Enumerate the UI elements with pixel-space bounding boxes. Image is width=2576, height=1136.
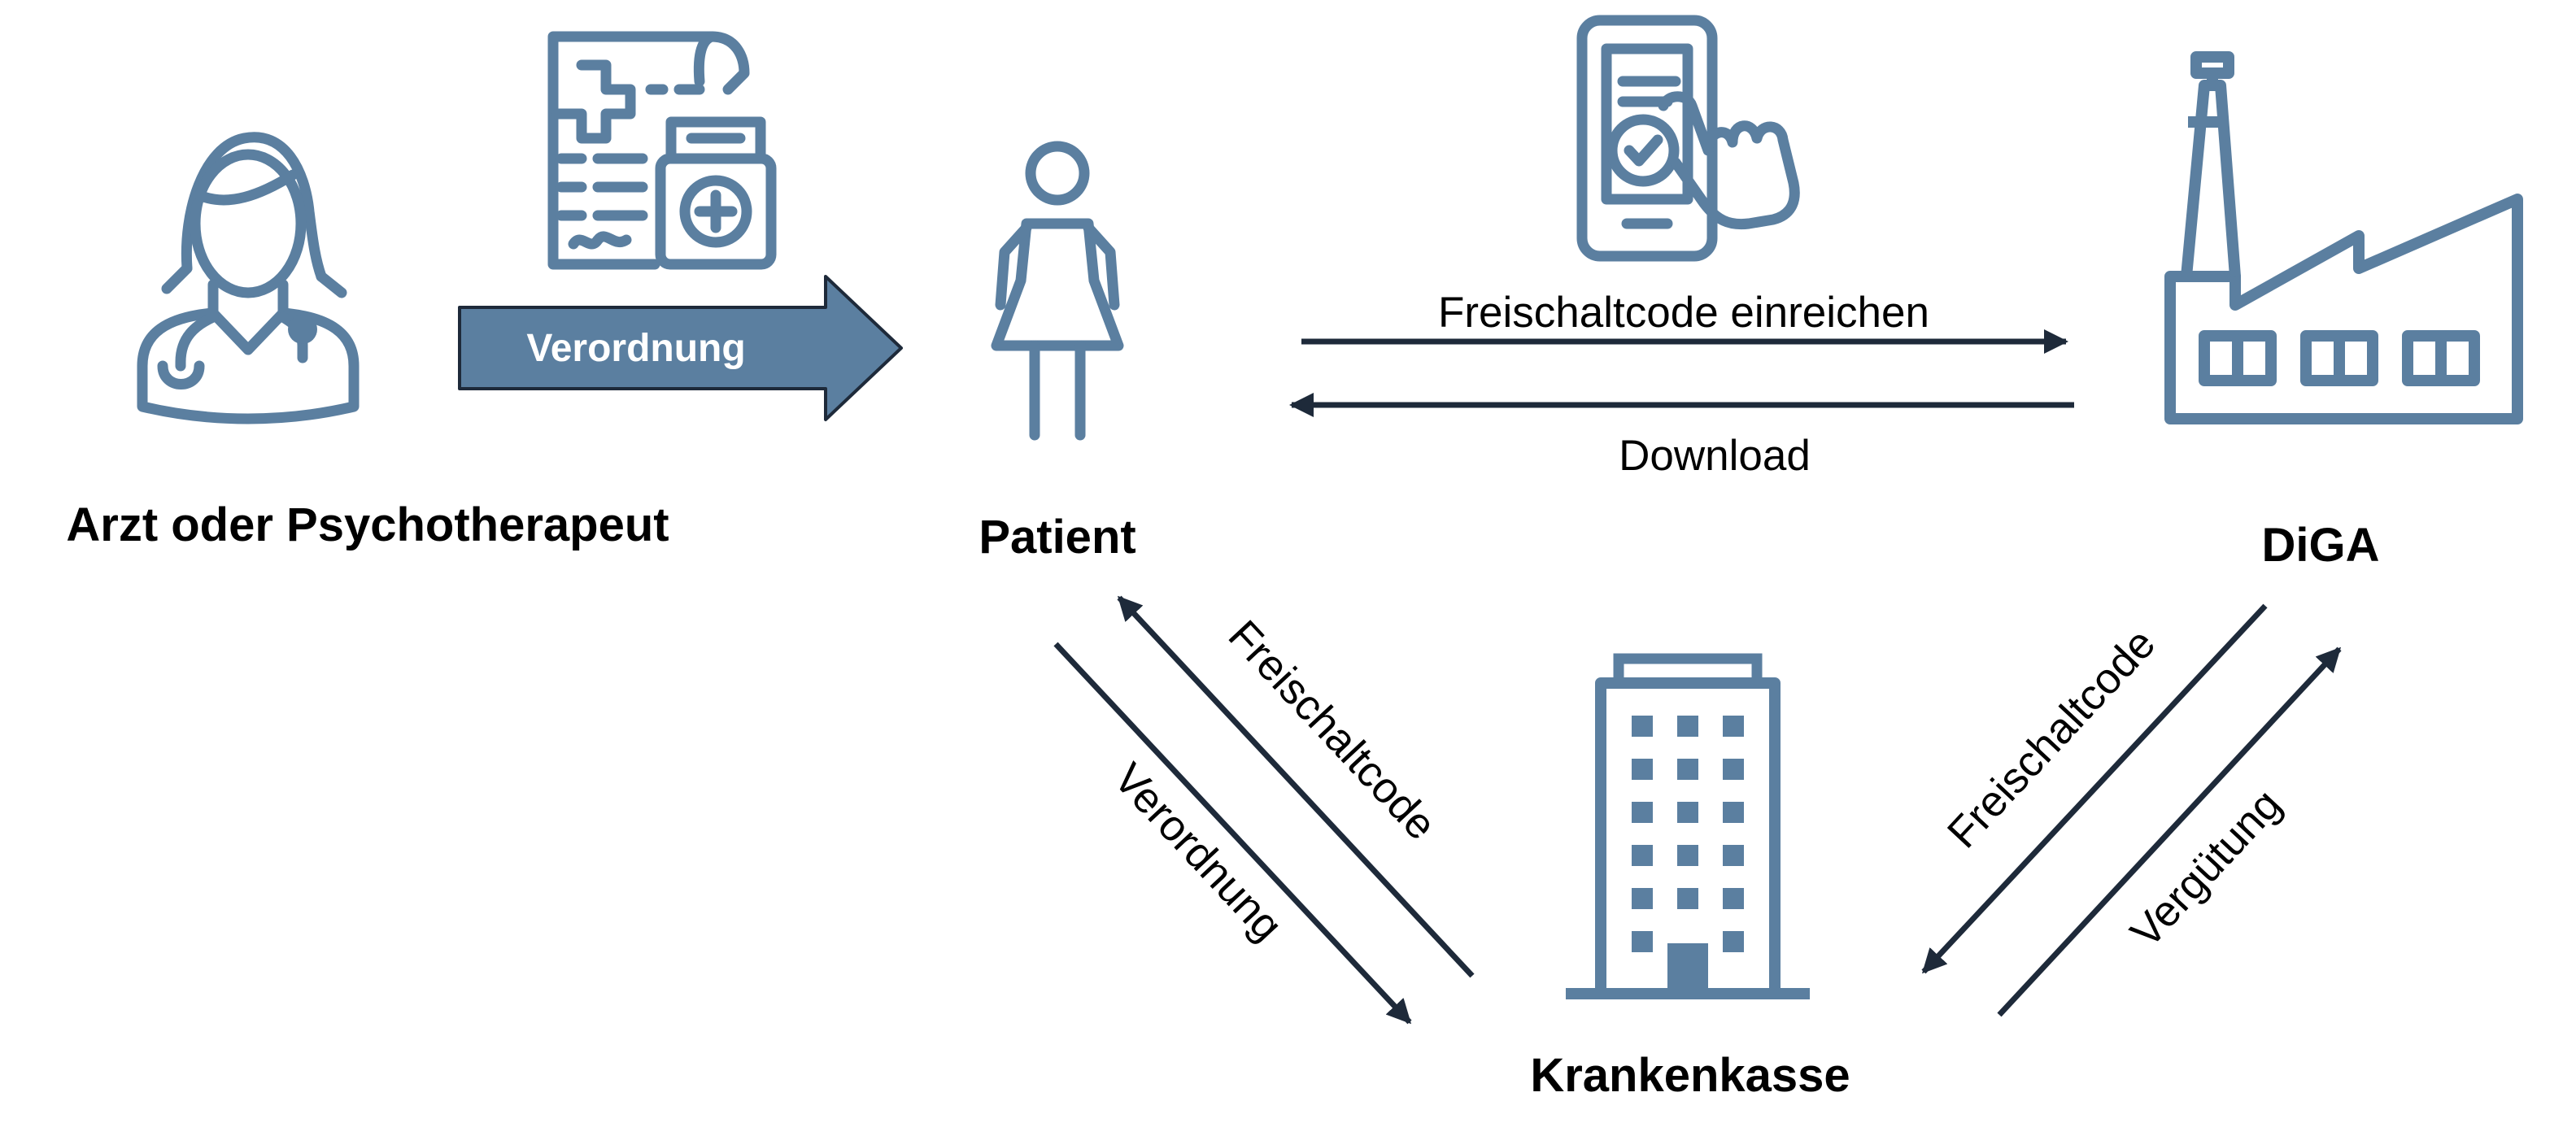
- prescription-medicine-icon: [547, 31, 777, 270]
- stethoscope-dot: [288, 315, 317, 344]
- patient-label: Patient: [979, 511, 1135, 564]
- patient-icon: [991, 141, 1124, 441]
- insurer-to-patient-code-arrow: [1117, 595, 1475, 978]
- office-building-icon: [1566, 653, 1810, 999]
- download-label: Download: [1619, 432, 1811, 480]
- doctor-icon: [137, 132, 360, 424]
- insurer-to-diga-payment-label: Vergütung: [2121, 781, 2291, 957]
- prescription-arrow-label: Verordnung: [526, 327, 745, 370]
- patient-to-insurer-prescription-label: Verordnung: [1105, 755, 1292, 951]
- diga-label: DiGA: [2262, 519, 2380, 572]
- diga-to-insurer-code-arrow: [1921, 603, 2268, 974]
- diga-to-insurer-code-label: Freischaltcode: [1938, 620, 2164, 857]
- submit-code-label: Freischaltcode einreichen: [1438, 289, 1929, 337]
- prescription-arrow: [458, 275, 903, 421]
- doctor-label: Arzt oder Psychotherapeut: [66, 498, 669, 551]
- insurer-to-diga-payment-arrow: [1997, 646, 2342, 1017]
- patient-to-insurer-prescription-arrow: [1053, 642, 1412, 1025]
- insurer-to-patient-code-label: Freischaltcode: [1219, 612, 1445, 849]
- factory-icon: [2164, 51, 2523, 424]
- insurer-label: Krankenkasse: [1530, 1049, 1850, 1102]
- smartphone-tap-icon: [1576, 15, 1800, 262]
